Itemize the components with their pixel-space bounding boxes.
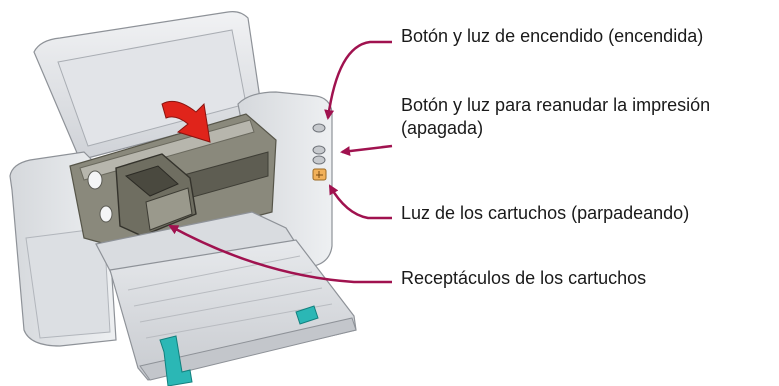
cartridge-cradle-front <box>145 187 193 231</box>
housing-lower-panel <box>25 227 111 339</box>
roller-end-left <box>87 170 103 190</box>
cartridge-cradle-slot <box>124 165 179 197</box>
resume-button-lower <box>312 155 326 165</box>
power-light-label: Botón y luz de encendido (encendida) <box>401 26 704 46</box>
cartridge-light-label: Luz de los cartuchos (parpadeando) <box>401 203 690 223</box>
leader-line-resume <box>340 144 393 157</box>
leader-line-cartridge-light <box>328 184 392 220</box>
paper-guide-left <box>159 335 193 386</box>
cartridge-light-glow <box>316 171 323 178</box>
resume-light-status: (apagada) <box>401 118 484 138</box>
leader-line-cradles <box>168 224 392 284</box>
output-tray-ribs <box>127 255 333 339</box>
resume-button <box>312 145 326 155</box>
paper-guide-right <box>295 305 319 325</box>
output-tray-lip <box>139 317 357 381</box>
roller-end-lower <box>99 205 113 223</box>
resume-light-label: Botón y luz para reanudar la impresión <box>401 95 711 115</box>
red-arrow <box>161 100 211 143</box>
power-button <box>312 123 326 133</box>
leader-line-power <box>324 40 392 120</box>
cartridge-cradles-label: Receptáculos de los cartuchos <box>401 268 647 288</box>
